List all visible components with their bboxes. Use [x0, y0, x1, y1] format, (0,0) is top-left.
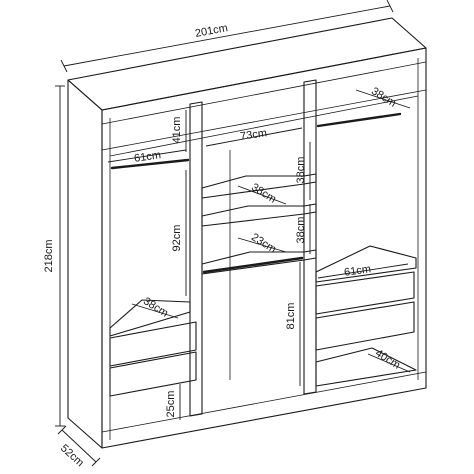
label-left-rail-width: 61cm	[133, 149, 161, 165]
right-drawer-2	[315, 301, 415, 351]
internal-dimension-lines	[107, 89, 411, 420]
right-lower-section	[315, 245, 417, 387]
label-left-shelf-depth: 38cm	[141, 295, 170, 319]
wardrobe-carcass	[67, 17, 427, 449]
label-overall-depth: 52cm	[58, 442, 86, 469]
label-center-upper-gap: 38cm	[295, 157, 307, 184]
right-shelf	[315, 245, 417, 283]
right-bottom-shelf	[315, 347, 417, 387]
label-right-shelf-depth: 38cm	[369, 85, 398, 109]
right-drawer-1	[315, 271, 415, 315]
left-rail	[110, 158, 190, 170]
overall-dimensions	[55, 0, 394, 467]
front-frame	[101, 47, 427, 449]
label-center-rail-width: 73cm	[239, 127, 267, 143]
center-shelf-2	[201, 203, 317, 227]
left-side-panel	[67, 79, 103, 449]
left-shelf	[109, 299, 191, 337]
center-shelves	[201, 150, 317, 380]
center-shelf-1	[201, 173, 317, 199]
left-lower-section	[109, 299, 197, 397]
label-overall-width: 201cm	[194, 22, 229, 40]
center-shelf-3	[201, 249, 317, 275]
top-shelf	[101, 89, 427, 157]
right-rail	[316, 112, 402, 128]
divider-right	[303, 79, 317, 395]
label-left-bottom-height: 25cm	[165, 391, 177, 418]
label-overall-height: 218cm	[43, 239, 55, 272]
label-left-hanging-height: 92cm	[171, 225, 183, 252]
hanging-rails	[110, 112, 402, 274]
label-right-hanging-height: 81cm	[285, 303, 297, 330]
label-right-compartment-width: 61cm	[343, 263, 371, 279]
label-center-mid-gap: 38cm	[295, 217, 307, 244]
left-drawer-1	[109, 321, 197, 367]
left-drawer-2	[109, 351, 197, 397]
label-center-upper-depth: 38cm	[249, 181, 278, 205]
center-rail	[202, 256, 304, 274]
label-top-shelf-height: 41cm	[171, 117, 183, 144]
label-right-bottom-depth: 40cm	[373, 347, 402, 371]
